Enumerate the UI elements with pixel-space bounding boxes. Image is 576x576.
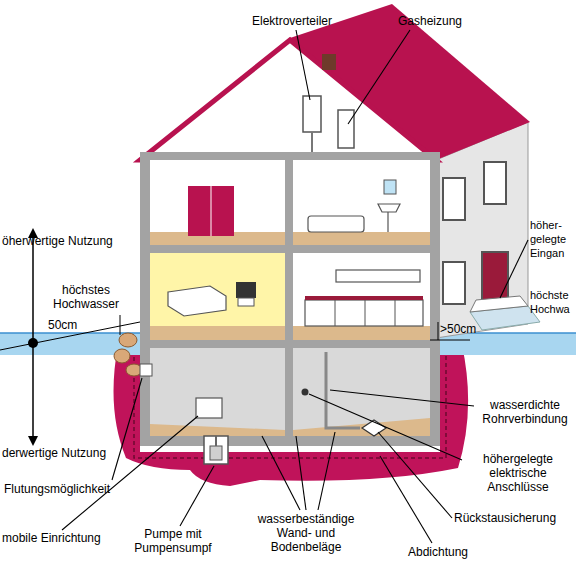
leader-lines bbox=[62, 30, 528, 543]
illustration-line bbox=[330, 390, 474, 406]
illustration-line bbox=[318, 432, 335, 510]
scale-arrow bbox=[28, 436, 38, 446]
illustration-line bbox=[262, 436, 300, 510]
callout-label: Abdichtung bbox=[408, 545, 498, 559]
bathtub bbox=[308, 216, 364, 232]
entrance-steps bbox=[470, 296, 528, 312]
sofa bbox=[168, 286, 226, 316]
floor bbox=[293, 326, 430, 340]
basement-room bbox=[150, 348, 285, 436]
tv bbox=[236, 282, 256, 298]
flood-opening bbox=[140, 364, 152, 376]
illustration-line bbox=[62, 416, 198, 530]
kitchen-counter bbox=[305, 300, 423, 326]
water-right bbox=[440, 333, 576, 355]
window bbox=[443, 178, 465, 220]
chimney bbox=[322, 54, 336, 70]
sink bbox=[378, 204, 400, 232]
callout-label: wasserdichte Rohrverbindung bbox=[476, 398, 574, 426]
room bbox=[150, 160, 285, 245]
pump-pipe bbox=[140, 372, 216, 446]
kitchen-split bbox=[395, 300, 396, 326]
illustration-line bbox=[500, 240, 528, 298]
kitchen-split bbox=[335, 300, 336, 326]
floor bbox=[150, 326, 285, 340]
window bbox=[443, 262, 465, 304]
kitchen-split bbox=[365, 300, 366, 326]
basement-floor bbox=[150, 424, 285, 436]
callout-label: Pumpe mit Pumpensumpf bbox=[128, 527, 218, 555]
callout-label: >50cm bbox=[440, 322, 490, 336]
kitchen-top bbox=[305, 296, 423, 300]
callout-label: höhergelegte elektrische Anschlüsse bbox=[464, 452, 572, 494]
kitchen-upper bbox=[336, 270, 420, 282]
mirror bbox=[384, 180, 396, 194]
callout-label: derwertige Nutzung bbox=[2, 446, 132, 460]
illustration-line bbox=[112, 378, 142, 480]
callout-label: mobile Einrichtung bbox=[2, 531, 132, 545]
callout-label: öherwertige Nutzung bbox=[2, 234, 132, 248]
water-line-left bbox=[0, 332, 140, 334]
wardrobe-split bbox=[211, 186, 212, 236]
floor bbox=[293, 232, 430, 245]
room bbox=[293, 253, 430, 340]
callout-label: 50cm bbox=[48, 318, 88, 332]
callout-label: Gasheizung bbox=[398, 14, 488, 28]
room bbox=[293, 160, 430, 245]
callout-label: Elektroverteiler bbox=[252, 14, 362, 28]
illustration-line bbox=[378, 432, 452, 518]
callout-label: höchstes Hochwasser bbox=[46, 283, 126, 311]
callout-label: Flutungsmöglichkeit bbox=[4, 482, 134, 496]
gas-heater bbox=[338, 110, 354, 148]
door bbox=[482, 252, 508, 302]
house-structure bbox=[140, 152, 440, 446]
electric-distributor bbox=[303, 96, 321, 132]
raised-socket bbox=[302, 389, 309, 396]
illustration-line bbox=[180, 466, 214, 526]
illustration-line bbox=[296, 30, 310, 100]
wardrobe bbox=[188, 186, 234, 236]
dim-line bbox=[120, 315, 121, 335]
illustration-line bbox=[380, 456, 432, 543]
callout-label: Rückstausicherung bbox=[454, 511, 574, 525]
callout-label: höher- gelegte Eingan bbox=[530, 218, 574, 260]
window bbox=[484, 162, 506, 204]
stone bbox=[119, 333, 137, 347]
pump bbox=[210, 446, 222, 460]
tv-stand bbox=[238, 298, 254, 306]
dim-line bbox=[438, 322, 439, 340]
scale-line bbox=[32, 236, 34, 438]
mobile-unit bbox=[196, 398, 222, 418]
illustration-line bbox=[348, 30, 410, 124]
stone bbox=[114, 349, 130, 363]
callout-label: wasserbeständige Wand- und Bodenbeläge bbox=[240, 512, 372, 554]
basement-room bbox=[293, 348, 430, 436]
level-line bbox=[430, 340, 470, 341]
illustration-line bbox=[309, 394, 462, 460]
room bbox=[150, 253, 285, 340]
illustration-line bbox=[296, 436, 306, 510]
callout-label: höchste Hochwa bbox=[530, 288, 574, 316]
basement-floor bbox=[293, 418, 430, 436]
